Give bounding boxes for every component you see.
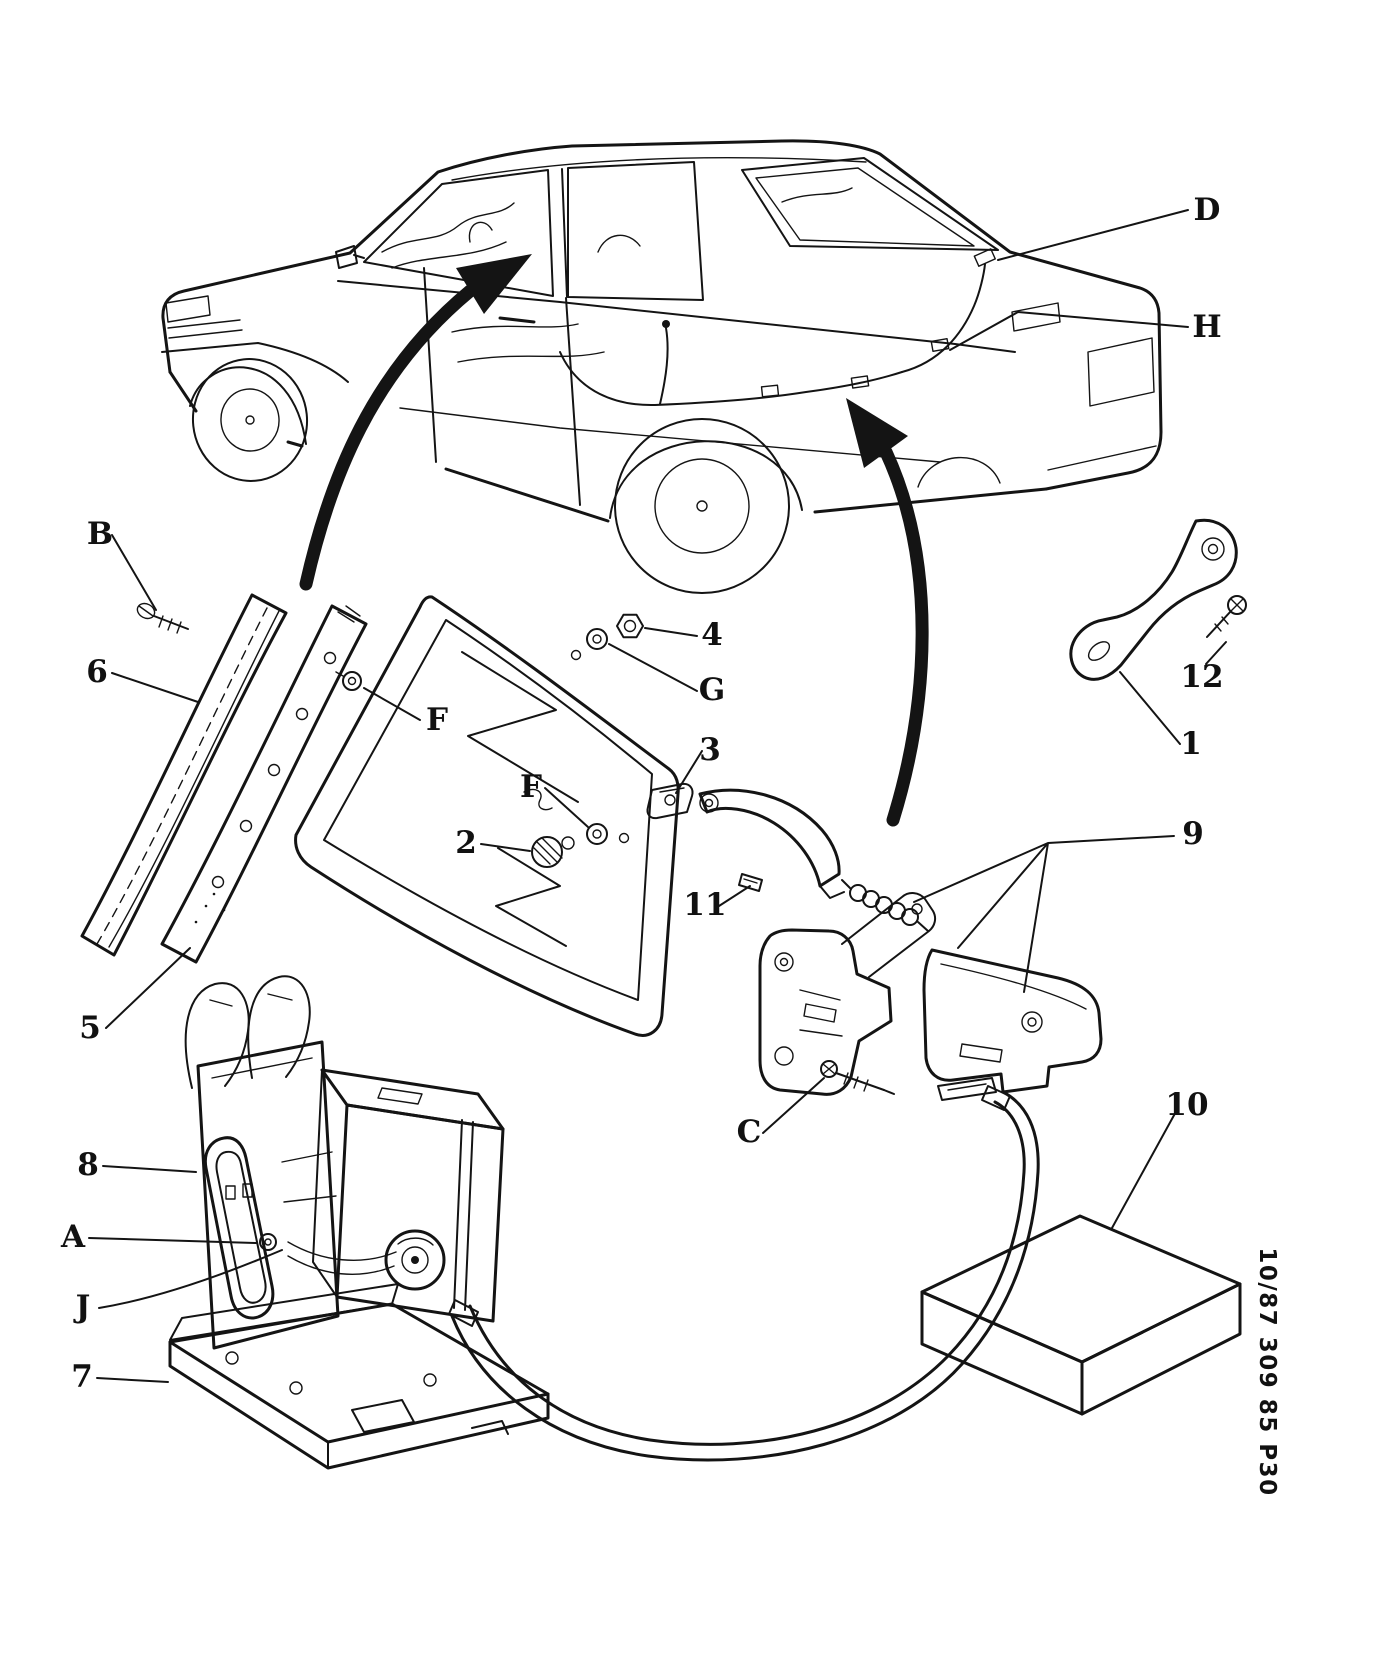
label-d: D <box>1194 192 1221 228</box>
label-5: 5 <box>79 1010 101 1046</box>
label-g: G <box>699 672 725 708</box>
label-12: 12 <box>1180 659 1223 695</box>
part-plug-2 <box>531 836 575 868</box>
label-7: 7 <box>71 1359 93 1395</box>
latch-spring <box>841 879 929 932</box>
part-washer-g <box>586 628 608 650</box>
part-labels: D H B 6 4 G F 12 1 3 F 2 9 11 5 C 10 8 A… <box>60 192 1224 1395</box>
part-inner-trim-rail <box>160 604 368 964</box>
label-2: 2 <box>455 825 477 861</box>
label-c: C <box>737 1114 762 1150</box>
part-screw-b <box>136 602 189 634</box>
part-clamp-3 <box>646 782 694 820</box>
part-hinge-bracket-1 <box>1069 518 1238 681</box>
label-11: 11 <box>683 887 726 923</box>
part-washer-f-lower <box>586 823 608 845</box>
car-wiring-harness <box>559 248 996 407</box>
label-1: 1 <box>1180 726 1202 762</box>
part-outer-trim-strip <box>80 593 288 957</box>
label-f-lower: F <box>520 769 542 805</box>
car-illustration <box>161 139 1163 594</box>
part-base-plate-7 <box>168 1283 550 1470</box>
label-4: 4 <box>701 617 723 653</box>
part-screw-c <box>820 1060 895 1095</box>
label-10: 10 <box>1165 1087 1208 1123</box>
label-j: J <box>73 1289 91 1325</box>
part-latch-assembly <box>758 879 1103 1101</box>
leader-lines <box>88 209 1227 1383</box>
label-6: 6 <box>86 654 108 690</box>
label-b: B <box>87 516 113 552</box>
label-9: 9 <box>1182 816 1204 852</box>
label-8: 8 <box>77 1147 99 1183</box>
part-pin-11 <box>738 873 763 892</box>
cable-run <box>448 1085 1040 1462</box>
part-nut-4 <box>616 613 644 639</box>
routing-arrow-rear <box>846 398 929 827</box>
part-actuator-assembly <box>184 975 505 1350</box>
pivot-bolt-a <box>259 1233 277 1251</box>
label-3: 3 <box>699 732 721 768</box>
label-h: H <box>1192 309 1221 345</box>
actuator-loop <box>203 1136 275 1320</box>
part-screw-12 <box>1206 595 1247 638</box>
part-grommet-f-upper <box>335 671 362 691</box>
part-handle <box>698 788 845 899</box>
label-a: A <box>60 1219 86 1255</box>
routing-arrow-front <box>299 254 532 591</box>
label-f-upper: F <box>426 702 448 738</box>
part-quarter-glass <box>294 595 680 1037</box>
fiche-code: 10/87 309 85 P30 <box>1254 1247 1280 1496</box>
part-control-box-10 <box>920 1214 1242 1416</box>
